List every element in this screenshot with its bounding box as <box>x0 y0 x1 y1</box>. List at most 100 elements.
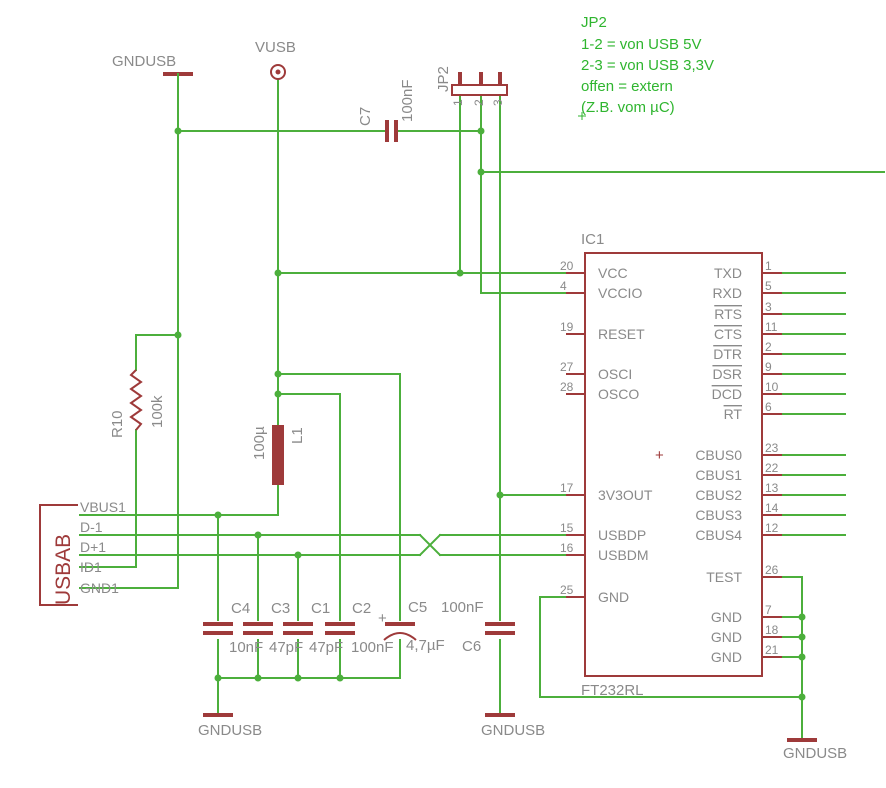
ic-pin-number: 22 <box>765 461 779 475</box>
connector-pin-label: D-1 <box>80 519 103 535</box>
ic-pin-number: 27 <box>560 360 574 374</box>
ic-pin-number: 7 <box>765 603 772 617</box>
ic-pin-label: CBUS4 <box>695 527 742 543</box>
c4-name: C4 <box>231 600 250 617</box>
note-line: offen = extern <box>581 78 673 95</box>
ic-pin-number: 17 <box>560 481 574 495</box>
wires <box>79 79 885 739</box>
junction-dot <box>496 491 504 499</box>
jp2-pin1: 1 <box>451 99 465 106</box>
vusb-label: VUSB <box>255 39 296 56</box>
ic-pin-label: CBUS0 <box>695 447 742 463</box>
ic-right-pins: 1TXD5RXD3RTS11CTS2DTR9DSR10DCD6RT23CBUS0… <box>695 259 782 665</box>
junction-dot <box>456 269 464 277</box>
ic-pin-label: RXD <box>712 285 742 301</box>
capacitor-c4: C4 10nF <box>203 600 263 656</box>
ic-pin-label: RTS <box>714 306 742 322</box>
ic-pin-label: 3V3OUT <box>598 487 653 503</box>
capacitor-c2: C2 100nF <box>325 600 394 656</box>
ic-pin-label: CBUS3 <box>695 507 742 523</box>
ic-pin-number: 6 <box>765 400 772 414</box>
ic-pin-number: 23 <box>765 441 779 455</box>
junction-dot <box>294 674 302 682</box>
junction-dot <box>274 370 282 378</box>
gnd-symbol-bottom-mid: GNDUSB <box>481 713 545 739</box>
c5-value: 4,7µF <box>406 637 445 654</box>
c3-name: C3 <box>271 600 290 617</box>
c1-name: C1 <box>311 600 330 617</box>
gnd-label: GNDUSB <box>112 53 176 70</box>
connector-pin-label: D+1 <box>80 539 106 555</box>
junction-dot <box>336 674 344 682</box>
c1-value: 47pF <box>309 639 343 656</box>
l1-name: L1 <box>289 427 306 444</box>
ic-pin-label: DTR <box>713 346 742 362</box>
ic-pin-label: CBUS1 <box>695 467 742 483</box>
ic-pin-number: 5 <box>765 279 772 293</box>
inductor-l1: 100µ L1 <box>251 425 306 485</box>
c2-name: C2 <box>352 600 371 617</box>
plus-icon: + <box>378 610 387 627</box>
jp2-pin3: 3 <box>491 99 505 106</box>
connector-name: USBAB <box>52 534 75 605</box>
ic-pin-label: USBDP <box>598 527 646 543</box>
junction-dot <box>477 168 485 176</box>
ic-pin-number: 25 <box>560 583 574 597</box>
jumper-note: JP2 1-2 = von USB 5V 2-3 = von USB 3,3V … <box>578 14 714 120</box>
ic-pin-label: TEST <box>706 569 742 585</box>
ic-pin-number: 11 <box>765 320 778 334</box>
junction-dot <box>214 674 222 682</box>
junction-dot <box>254 674 262 682</box>
capacitor-c5: + C5 4,7µF 100nF <box>378 599 484 654</box>
ic-pin-label: CBUS2 <box>695 487 742 503</box>
junction-dot <box>274 390 282 398</box>
capacitor-c3: C3 47pF <box>243 600 303 656</box>
ic-pin-number: 19 <box>560 320 574 334</box>
c7-value: 100nF <box>399 79 416 122</box>
ic-pin-number: 28 <box>560 380 574 394</box>
ic-pin-label: OSCO <box>598 386 639 402</box>
gnd-label: GNDUSB <box>783 745 847 762</box>
note-line: 2-3 = von USB 3,3V <box>581 57 714 74</box>
ic-pin-number: 2 <box>765 340 772 354</box>
r10-name: R10 <box>109 410 126 438</box>
ic-pin-label: DSR <box>712 366 742 382</box>
resistor-r10: R10 100k <box>109 369 166 438</box>
ic-pin-number: 3 <box>765 300 772 314</box>
ic-pin-label: VCC <box>598 265 628 281</box>
connector-pin-label: GND1 <box>80 580 119 596</box>
r10-value: 100k <box>149 395 166 428</box>
ic-pin-label: USBDM <box>598 547 649 563</box>
junction-dot <box>174 127 182 135</box>
ic-pin-number: 1 <box>765 259 772 273</box>
ic-pin-number: 12 <box>765 521 779 535</box>
c6-name: C6 <box>462 638 481 655</box>
junction-dot <box>798 613 806 621</box>
ic-pin-number: 15 <box>560 521 574 535</box>
ic-pin-number: 18 <box>765 623 779 637</box>
jp2-pin2: 2 <box>472 99 486 106</box>
ic-pin-label: GND <box>711 649 742 665</box>
ic-pin-label: RT <box>724 406 743 422</box>
ic-pin-label: OSCI <box>598 366 632 382</box>
junction-dot <box>294 551 302 559</box>
ic-pin-label: GND <box>711 609 742 625</box>
gnd-label: GNDUSB <box>481 722 545 739</box>
connector-pin-label: ID1 <box>80 559 102 575</box>
capacitor-c1: C1 47pF <box>283 600 343 656</box>
capacitor-c6: C6 <box>462 622 515 655</box>
junction-dot <box>214 511 222 519</box>
c2-value: 100nF <box>351 639 394 656</box>
ic-pin-number: 13 <box>765 481 779 495</box>
ic-name: IC1 <box>581 231 604 248</box>
ic-pin-number: 4 <box>560 279 567 293</box>
c3-value: 47pF <box>269 639 303 656</box>
ic-pin-number: 9 <box>765 360 772 374</box>
ic-pin-label: RESET <box>598 326 645 342</box>
ic-pin-number: 21 <box>765 643 779 657</box>
c5-name: C5 <box>408 599 427 616</box>
junction-dot <box>174 331 182 339</box>
junction-dot <box>477 127 485 135</box>
vusb-symbol: VUSB <box>255 39 296 80</box>
